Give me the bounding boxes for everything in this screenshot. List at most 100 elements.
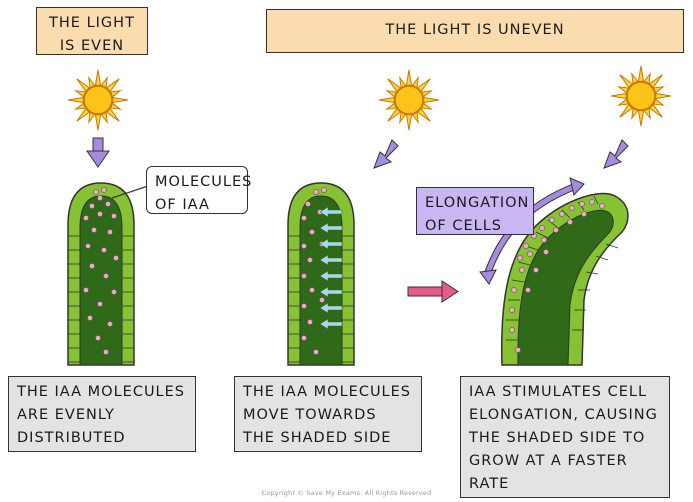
sun-ray	[610, 92, 627, 100]
iaa-molecule	[301, 215, 307, 221]
iaa-molecule	[579, 201, 585, 207]
iaa-molecule	[599, 203, 605, 209]
sun-ray	[405, 69, 413, 86]
iaa-molecule	[111, 213, 117, 219]
iaa-molecule	[301, 303, 307, 309]
iaa-flow-arrow	[319, 302, 343, 314]
sun-ray	[109, 102, 122, 110]
cell-wall	[595, 255, 609, 261]
sun-ray	[385, 90, 398, 98]
iaa-molecule	[97, 195, 103, 201]
caption-stimulate: IAA STIMULATES CELL ELONGATION, CAUSING …	[460, 376, 670, 498]
iaa-molecule	[515, 347, 521, 353]
iaa-molecule	[105, 201, 111, 207]
iaa-molecule	[313, 349, 319, 355]
sun-ray	[423, 96, 440, 104]
sun-ray	[420, 102, 433, 110]
iaa-molecule	[553, 227, 559, 233]
iaa-molecule	[519, 267, 525, 273]
light-even-label: THE LIGHT IS EVEN	[36, 7, 148, 55]
caption-move: THE IAA MOLECULES MOVE TOWARDS THE SHADE…	[234, 376, 422, 452]
cell-wall	[585, 271, 599, 275]
iaa-molecule	[107, 321, 113, 327]
sun-ray	[652, 86, 665, 94]
iaa-molecule	[103, 349, 109, 355]
transition-arrow	[407, 280, 459, 303]
iaa-molecule	[301, 273, 307, 279]
iaa-flow-arrow	[319, 270, 343, 282]
iaa-molecule	[581, 211, 587, 217]
sun-icon	[378, 69, 440, 131]
iaa-flow-arrow	[319, 222, 343, 234]
sun-ray	[637, 110, 645, 127]
sun-ray	[94, 69, 102, 86]
shoot-iaa-moving	[287, 182, 355, 366]
shoot-bending	[500, 192, 629, 366]
iaa-molecule	[541, 237, 547, 243]
cell-wall	[561, 209, 571, 219]
iaa-molecule	[307, 319, 313, 325]
sun-ray	[67, 96, 84, 104]
iaa-molecule	[97, 211, 103, 217]
sun-ray	[387, 78, 402, 93]
iaa-molecule	[87, 315, 93, 321]
iaa-molecule	[533, 267, 539, 273]
iaa-flow-arrow	[319, 238, 343, 250]
iaa-molecule	[107, 229, 113, 235]
iaa-molecule	[517, 255, 523, 261]
iaa-molecule	[101, 247, 107, 253]
iaa-molecule	[91, 227, 97, 233]
sun-ray	[637, 65, 645, 82]
cell-wall	[535, 231, 549, 239]
iaa-molecule	[319, 297, 325, 303]
sun-ray	[411, 76, 419, 89]
sun-ray	[631, 72, 639, 85]
light-uneven-label: THE LIGHT IS UNEVEN	[266, 9, 684, 53]
iaa-molecule	[101, 187, 107, 193]
sun-icon	[610, 65, 672, 127]
iaa-molecule	[83, 287, 89, 293]
caption-even: THE IAA MOLECULES ARE EVENLY DISTRIBUTED	[8, 376, 196, 452]
iaa-molecule	[511, 287, 517, 293]
iaa-molecule	[523, 243, 529, 249]
sun-ray	[655, 92, 672, 100]
iaa-molecule	[95, 335, 101, 341]
iaa-molecule	[527, 251, 533, 257]
iaa-molecule	[301, 335, 307, 341]
iaa-molecule	[559, 211, 565, 217]
sun-ray	[100, 76, 108, 89]
sun-ray	[88, 76, 96, 89]
iaa-molecule	[567, 219, 573, 225]
iaa-molecule	[305, 201, 311, 207]
iaa-molecule	[509, 327, 515, 333]
shoot-even	[67, 182, 135, 366]
sun-ray	[416, 78, 431, 93]
iaa-molecule	[83, 215, 89, 221]
sun-ray	[112, 96, 129, 104]
sun-ray	[378, 96, 395, 104]
elongation-label: ELONGATION OF CELLS	[416, 187, 534, 235]
sun-ray	[643, 72, 651, 85]
iaa-flow-arrow	[319, 286, 343, 298]
sun-ray	[648, 103, 663, 118]
sun-ray	[617, 98, 630, 106]
sun-ray	[619, 74, 634, 89]
sun-ray	[405, 114, 413, 131]
iaa-molecule	[309, 287, 315, 293]
iaa-molecule	[113, 255, 119, 261]
iaa-molecule	[89, 263, 95, 269]
sun-ray	[94, 114, 102, 131]
iaa-molecule	[301, 243, 307, 249]
sun-ray	[76, 78, 91, 93]
iaa-flow-arrow	[319, 254, 343, 266]
iaa-molecule	[309, 229, 315, 235]
sun-ray	[643, 107, 651, 120]
sun-ray	[76, 107, 91, 122]
sun-ray	[387, 107, 402, 122]
sun-ray	[420, 90, 433, 98]
iaa-flow-arrow	[319, 206, 343, 218]
cell-wall	[605, 243, 619, 249]
iaa-molecule	[89, 203, 95, 209]
